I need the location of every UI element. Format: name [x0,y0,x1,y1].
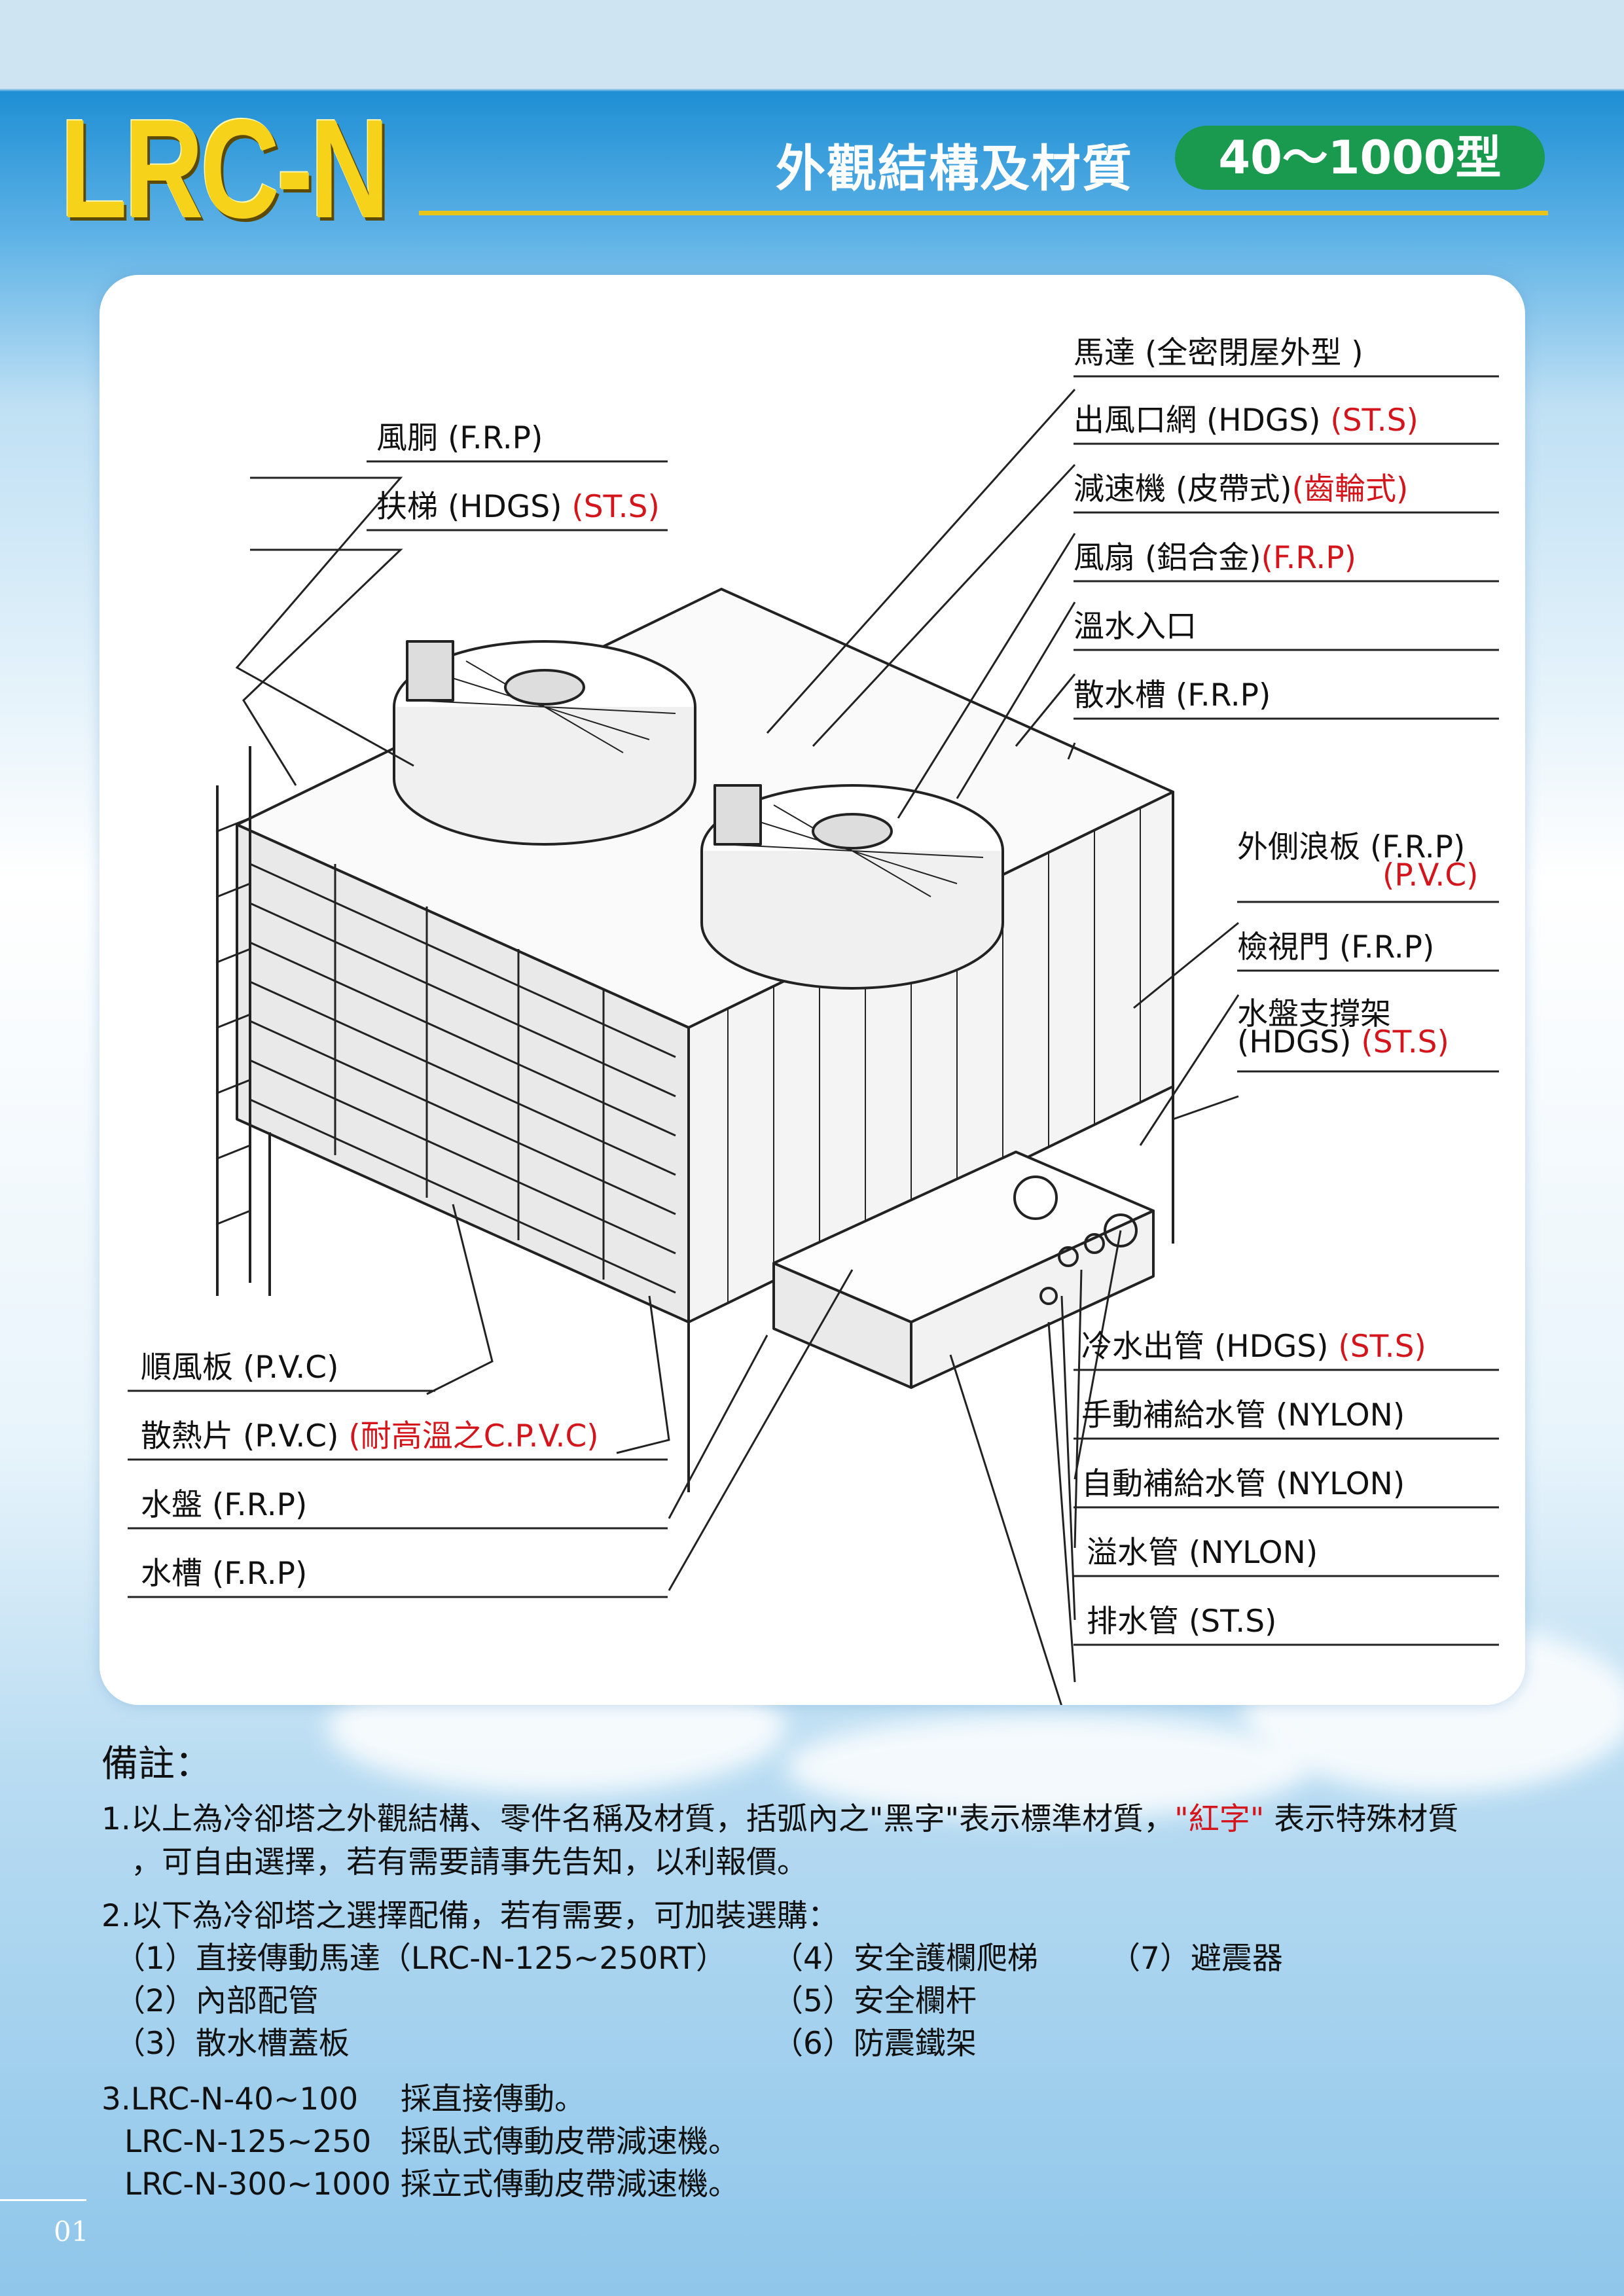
label-overflow: 溢水管 (NYLON) [1087,1535,1318,1571]
label-pan-support-spec: (HDGS) (ST.S) [1237,1024,1449,1060]
option-3: （3）散水槽蓋板 [115,2026,350,2062]
page-number: 01 [54,2215,89,2248]
label-water-tank: 水槽 (F.R.P) [141,1556,308,1592]
label-distribution-basin: 散水槽 (F.R.P) [1074,677,1271,713]
label-motor: 馬達 (全密閉屋外型 ) [1074,335,1363,371]
label-outer-panel: 外側浪板 (F.R.P) [1237,829,1466,865]
label-water-pan: 水盤 (F.R.P) [141,1487,308,1523]
note-3-desc-1: 採直接傳動。 [401,2081,585,2117]
logo: LRC-N [60,90,389,247]
option-2: （2）內部配管 [115,1983,319,2019]
label-outer-panel-alt: (P.V.C) [1382,857,1479,893]
note-1: 1.以上為冷卻塔之外觀結構、零件名稱及材質，括弧內之"黑字"表示標準材質，"紅字… [101,1801,1459,1837]
cooling-tower-illustration [216,388,1240,1705]
cloud [785,1715,1309,1820]
label-drain: 排水管 (ST.S) [1087,1604,1277,1640]
label-louver: 順風板 (P.V.C) [141,1350,339,1386]
option-1: （1）直接傳動馬達（LRC-N-125~250RT） [115,1941,727,1977]
note-3-model-1: 3.LRC-N-40~100 [101,2081,359,2117]
note-3-model-3: LRC-N-300~1000 [124,2166,391,2202]
note-3-model-2: LRC-N-125~250 [124,2124,372,2160]
option-7: （7）避震器 [1110,1941,1283,1977]
label-inspection-door: 檢視門 (F.R.P) [1237,929,1435,965]
label-outlet-mesh: 出風口網 (HDGS) (ST.S) [1074,403,1418,439]
label-duct: 風胴 (F.R.P) [376,420,543,456]
notes-title: 備註： [101,1743,211,1785]
option-4: （4）安全護欄爬梯 [772,1941,1038,1977]
option-5: （5）安全欄杆 [772,1983,977,2019]
label-pan-support: 水盤支撐架 [1237,996,1391,1032]
page-number-rule [0,2199,86,2201]
label-ladder: 扶梯 (HDGS) (ST.S) [376,489,660,525]
option-6: （6）防震鐵架 [772,2026,977,2062]
label-auto-makeup: 自動補給水管 (NYLON) [1081,1466,1405,1502]
model-badge: 40～1000型 [1175,126,1545,190]
label-reducer: 減速機 (皮帶式)(齒輪式) [1074,471,1409,507]
label-cold-water-outlet: 冷水出管 (HDGS) (ST.S) [1081,1329,1426,1365]
note-3-desc-2: 採臥式傳動皮帶減速機。 [401,2124,739,2160]
label-hot-water-inlet: 溫水入口 [1074,609,1197,645]
label-fill: 散熱片 (P.V.C) (耐高溫之C.P.V.C) [141,1418,599,1454]
title-underline [419,211,1548,215]
note-2: 2.以下為冷卻塔之選擇配備，若有需要，可加裝選購： [101,1898,839,1934]
label-fan: 風扇 (鋁合金)(F.R.P) [1074,540,1357,576]
page-title: 外觀結構及材質 [776,139,1133,198]
note-1-cont: ，可自由選擇，若有需要請事先告知，以利報價。 [131,1844,808,1880]
note-3-desc-3: 採立式傳動皮帶減速機。 [401,2166,739,2202]
label-manual-makeup: 手動補給水管 (NYLON) [1081,1397,1405,1433]
